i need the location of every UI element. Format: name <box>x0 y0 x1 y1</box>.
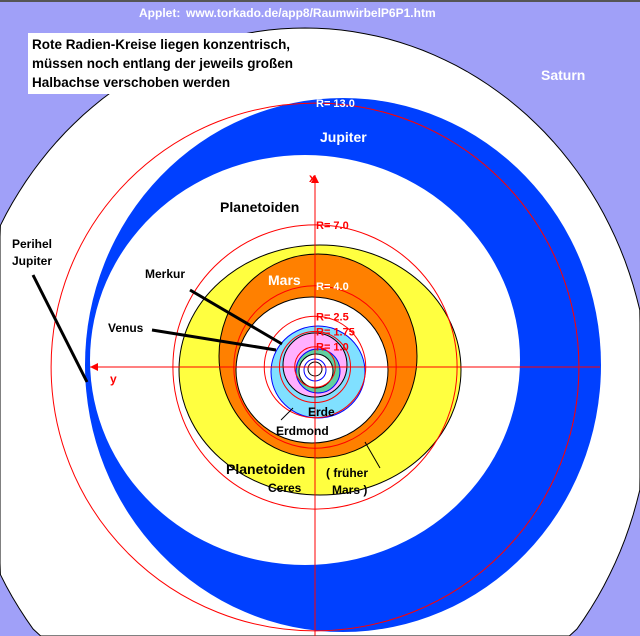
y-axis-label: y <box>110 372 117 386</box>
merkur-pointer <box>189 288 283 346</box>
applet-label: Applet: <box>139 6 180 20</box>
erdmond-label: Erdmond <box>276 424 329 438</box>
radius-label: R= 2.5 <box>316 311 349 323</box>
radius-label: R= 4.0 <box>316 281 349 293</box>
x-axis-label: x <box>309 171 316 185</box>
radius-labels: R= 13.0 R= 7.0 R= 4.0 R= 2.5 R= 1.75 R= 1.0 <box>316 98 355 354</box>
frueher-label: ( früher <box>326 466 368 480</box>
note-line: Halbachse verschoben werden <box>32 75 231 90</box>
applet-url[interactable]: www.torkado.de/app8/RaumwirbelP6P1.htm <box>185 6 436 20</box>
radius-label: R= 7.0 <box>316 220 349 232</box>
ceres-label: Ceres <box>268 481 302 495</box>
info-note: Rote Radien-Kreise liegen konzentrisch, … <box>28 33 298 94</box>
venus-label: Venus <box>108 321 144 335</box>
erde-label: Erde <box>308 405 335 419</box>
x-axis-arrow-icon <box>311 175 319 183</box>
note-line: müssen noch entlang der jeweils großen <box>32 56 294 71</box>
perihel-pointer <box>31 274 89 383</box>
saturn-label: Saturn <box>541 67 585 83</box>
mars-label: Mars <box>268 272 301 288</box>
perihel-label: Perihel <box>12 237 52 251</box>
perihel-jupiter-label: Jupiter <box>12 254 52 268</box>
radius-label: R= 1.0 <box>316 342 349 354</box>
merkur-label: Merkur <box>145 267 185 281</box>
radius-label: R= 1.75 <box>316 326 355 338</box>
jupiter-label: Jupiter <box>320 129 367 145</box>
radius-label: R= 13.0 <box>316 98 355 110</box>
note-line: Rote Radien-Kreise liegen konzentrisch, <box>32 37 291 52</box>
frueher-mars-label: Mars ) <box>332 483 367 497</box>
y-axis-arrow-icon <box>90 363 98 371</box>
erdmond-arrow-icon <box>280 407 294 421</box>
planetoiden-bottom-label: Planetoiden <box>226 461 305 477</box>
mars-shift-arrow-icon <box>364 441 381 469</box>
planetoiden-top-label: Planetoiden <box>220 199 299 215</box>
venus-pointer <box>151 328 277 352</box>
